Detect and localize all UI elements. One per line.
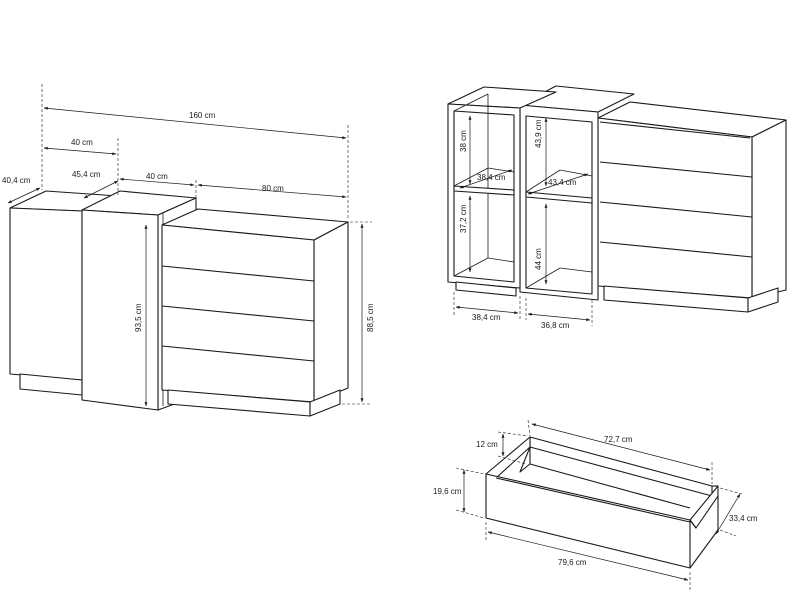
shelf [525,191,593,204]
drawer-inner-height-label: 12 cm [476,440,498,449]
drawer-line [599,241,753,258]
drawer-line [599,201,753,218]
middle-height-label: 93,5 cm [134,303,143,332]
drawer-line [161,305,315,322]
drawer-line [161,265,315,282]
drawer-detail: 12 cm 19,6 cm 72,7 cm 33,4 cm 79,6 cm [433,419,758,590]
shelf [453,185,515,196]
side-depth-label: 40,4 cm [2,176,31,185]
drawer-line [161,345,315,362]
middle-depth-label: 45,4 cm [72,170,101,179]
shelf-depth-right-label: 43,4 cm [548,178,577,187]
chest-front-view [597,101,787,313]
interior-view: 38 cm 37,2 cm 43,9 cm 44 cm 38,4 cm 43,4… [447,85,787,330]
left-open-cabinet [447,86,557,297]
assembled-sideboard: 160 cm 40 cm 40,4 cm 45,4 cm 40 cm 80 cm… [2,84,375,417]
drawer-front-height-label: 19,6 cm [433,487,462,496]
chest-height-label: 88,5 cm [366,303,375,332]
middle-width-label: 40 cm [146,172,168,181]
shelf-lower-left-label: 37,2 cm [459,204,468,233]
left-depth-label: 40 cm [71,138,93,147]
chest-width-label: 80 cm [262,184,284,193]
inner-width-left-label: 38,4 cm [472,313,501,322]
drawer-front-width-label: 79,6 cm [558,558,587,567]
shelf-depth-left-label: 38,4 cm [477,173,506,182]
drawer-depth-label: 33,4 cm [729,514,758,523]
shelf-upper-right-label: 43,9 cm [534,119,543,148]
total-width-label: 160 cm [189,111,216,120]
shelf-lower-right-label: 44 cm [534,248,543,270]
drawer-line [599,161,753,178]
inner-width-right-label: 36,8 cm [541,321,570,330]
chest-of-drawers [161,208,349,417]
middle-open-cabinet [519,85,635,301]
shelf-upper-left-label: 38 cm [459,130,468,152]
drawer-inner-width-label: 72,7 cm [604,435,633,444]
